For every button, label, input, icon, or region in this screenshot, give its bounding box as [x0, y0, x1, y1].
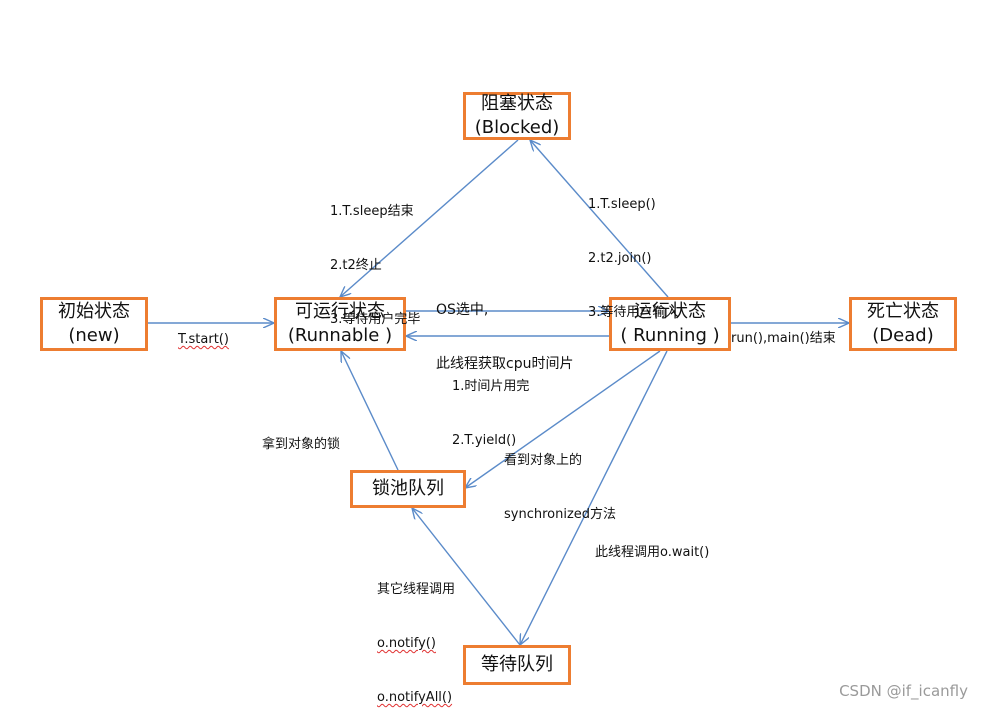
label-wait-queue-to-lock-pool-line-1: 其它线程调用: [377, 582, 456, 597]
label-runnable-to-running: OS选中, 此线程获取cpu时间片: [436, 265, 573, 409]
node-running: 运行状态 ( Running ): [609, 297, 731, 351]
label-wait-queue-to-lock-pool-line-3: o.notifyAll(): [377, 690, 453, 705]
node-dead-subtitle: (Dead): [872, 325, 934, 346]
watermark: CSDN @if_icanfly: [839, 682, 968, 700]
node-runnable-title: 可运行状态: [295, 301, 385, 322]
node-new-title: 初始状态: [58, 301, 130, 322]
label-blocked-to-runnable-line-1: 1.T.sleep结束: [330, 204, 414, 219]
label-wait-queue-to-lock-pool-line-2: o.notify(): [377, 636, 436, 651]
label-running-to-wait-queue-text: 此线程调用o.wait(): [595, 545, 710, 560]
label-runnable-to-running-line-2: 此线程获取cpu时间片: [436, 356, 574, 372]
label-running-to-blocked-line-2: 2.t2.join(): [588, 251, 652, 266]
label-running-to-runnable: 1.时间片用完 2.T.yield(): [452, 342, 529, 486]
label-new-to-runnable-text: T.start(): [178, 332, 229, 347]
label-blocked-to-runnable-line-2: 2.t2终止: [330, 258, 382, 273]
label-running-to-dead-text: run(),main()结束: [731, 331, 836, 346]
label-running-to-wait-queue: 此线程调用o.wait(): [595, 508, 709, 598]
node-running-subtitle: ( Running ): [620, 325, 720, 346]
label-running-to-dead: run(),main()结束: [731, 294, 836, 384]
edge-lock-pool-to-runnable: [341, 351, 399, 471]
label-running-to-blocked: 1.T.sleep() 2.t2.join() 3.等待用户输入: [588, 160, 678, 358]
label-blocked-to-runnable: 1.T.sleep结束 2.t2终止 3.等待用户完毕: [330, 167, 420, 365]
node-blocked: 阻塞状态 (Blocked): [463, 92, 571, 140]
node-runnable: 可运行状态 (Runnable ): [274, 297, 406, 351]
label-lock-pool-to-runnable: 拿到对象的锁: [262, 400, 340, 490]
node-runnable-subtitle: (Runnable ): [287, 325, 393, 346]
node-new: 初始状态 (new): [40, 297, 148, 351]
node-dead: 死亡状态 (Dead): [849, 297, 957, 351]
label-running-to-lock-pool-line-1: 看到对象上的: [504, 453, 583, 468]
label-wait-queue-to-lock-pool: 其它线程调用 o.notify() o.notifyAll(): [377, 545, 455, 710]
edge-wait-queue-to-lock-pool: [412, 508, 521, 646]
label-runnable-to-running-line-1: OS选中,: [436, 302, 489, 318]
label-running-to-lock-pool: 看到对象上的 synchronized方法: [504, 416, 616, 560]
edge-running-to-blocked: [530, 140, 669, 298]
label-running-to-runnable-line-1: 1.时间片用完: [452, 379, 530, 394]
edge-blocked-to-runnable: [340, 139, 519, 297]
label-lock-pool-to-runnable-text: 拿到对象的锁: [262, 437, 341, 452]
label-running-to-lock-pool-line-2: synchronized方法: [504, 507, 617, 522]
node-wait-queue-title: 等待队列: [481, 654, 553, 675]
node-new-subtitle: (new): [68, 325, 120, 346]
node-lock-pool-title: 锁池队列: [372, 478, 444, 499]
node-wait-queue: 等待队列: [463, 645, 571, 685]
node-running-title: 运行状态: [634, 301, 706, 322]
edge-running-to-lock-pool: [465, 350, 661, 488]
node-lock-pool: 锁池队列: [350, 470, 466, 508]
node-dead-title: 死亡状态: [867, 301, 939, 322]
edge-running-to-wait-queue: [520, 350, 668, 645]
node-blocked-subtitle: (Blocked): [474, 117, 560, 138]
label-running-to-runnable-line-2: 2.T.yield(): [452, 433, 517, 448]
label-running-to-blocked-line-1: 1.T.sleep(): [588, 197, 656, 212]
label-running-to-blocked-line-3: 3.等待用户输入: [588, 305, 679, 320]
label-new-to-runnable: T.start(): [178, 295, 229, 385]
label-blocked-to-runnable-line-3: 3.等待用户完毕: [330, 312, 421, 327]
node-blocked-title: 阻塞状态: [481, 93, 553, 114]
